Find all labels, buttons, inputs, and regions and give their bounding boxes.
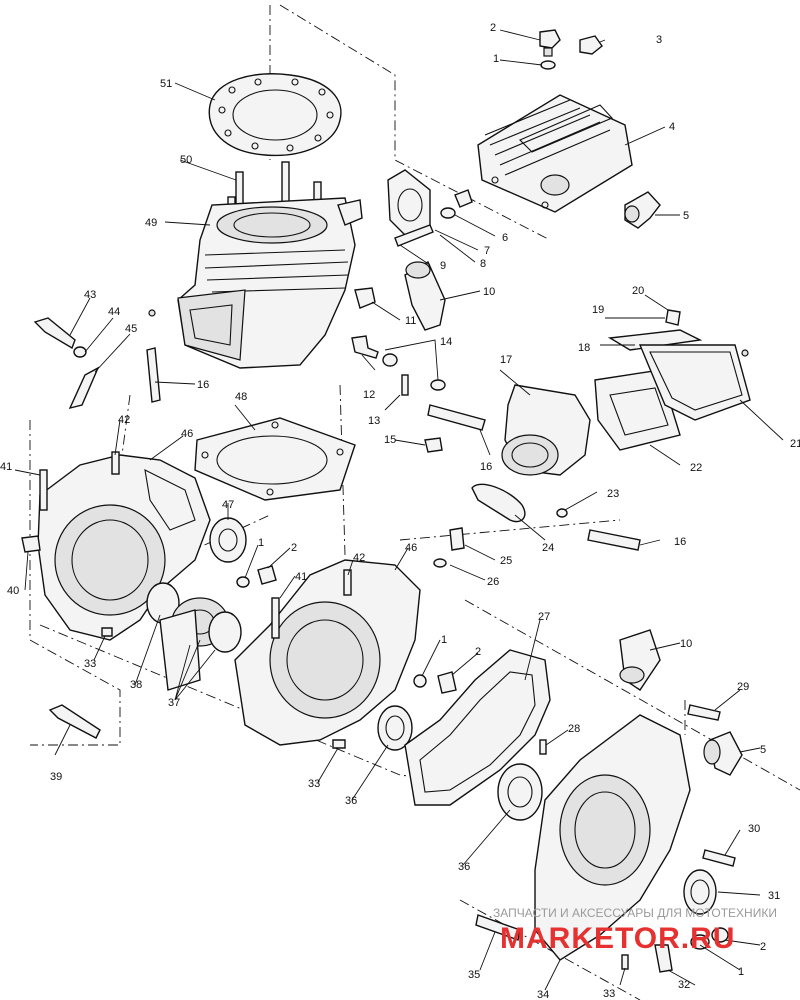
- callout-21: 21: [790, 438, 800, 450]
- cylinder-head: [477, 94, 633, 213]
- stator-cover: [534, 714, 691, 961]
- callout-22: 22: [690, 462, 702, 474]
- callout-2: 2: [490, 22, 496, 34]
- callout-42: 42: [353, 552, 365, 564]
- head-gasket: [208, 73, 342, 157]
- carb-fasteners: [351, 335, 446, 396]
- callout-45: 45: [125, 323, 137, 335]
- callout-26: 26: [487, 576, 499, 588]
- middle-fasteners: [236, 527, 465, 694]
- callout-38: 38: [130, 679, 142, 691]
- callout-25: 25: [500, 555, 512, 567]
- callout-5: 5: [683, 210, 689, 222]
- left-loose-parts: [33, 317, 201, 739]
- callout-15: 15: [384, 434, 396, 446]
- hose-clamps: [146, 347, 641, 551]
- callout-24: 24: [542, 542, 554, 554]
- callout-1: 1: [441, 634, 447, 646]
- watermark-tagline: ЗАПЧАСТИ И АКСЕССУАРЫ ДЛЯ МОТОТЕХНИКИ: [493, 906, 777, 920]
- callout-51: 51: [160, 78, 172, 90]
- callout-46: 46: [181, 428, 193, 440]
- base-gasket: [194, 417, 356, 501]
- callout-43: 43: [84, 289, 96, 301]
- callout-49: 49: [145, 217, 157, 229]
- callout-32: 32: [678, 979, 690, 991]
- callout-9: 9: [440, 260, 446, 272]
- callout-2: 2: [291, 542, 297, 554]
- callout-5: 5: [760, 744, 766, 756]
- callout-13: 13: [368, 415, 380, 427]
- callout-33: 33: [308, 778, 320, 790]
- callout-10: 10: [483, 286, 495, 298]
- callout-29: 29: [737, 681, 749, 693]
- callout-2: 2: [760, 941, 766, 953]
- right-side-fittings: [539, 629, 743, 776]
- callout-48: 48: [235, 391, 247, 403]
- callout-17: 17: [500, 354, 512, 366]
- bearings: [146, 517, 543, 821]
- callout-28: 28: [568, 723, 580, 735]
- callout-7: 7: [484, 245, 490, 257]
- callout-4: 4: [669, 121, 675, 133]
- callout-44: 44: [108, 306, 120, 318]
- callout-36: 36: [345, 795, 357, 807]
- callout-33: 33: [603, 988, 615, 1000]
- callout-33: 33: [84, 658, 96, 670]
- cylinder: [148, 197, 363, 369]
- watermark-logo: MARKETOR.RU: [500, 922, 735, 955]
- callout-1: 1: [258, 537, 264, 549]
- callout-36: 36: [458, 861, 470, 873]
- case-gasket: [404, 649, 551, 806]
- callout-6: 6: [502, 232, 508, 244]
- callout-46: 46: [405, 542, 417, 554]
- callout-10: 10: [680, 638, 692, 650]
- callout-1: 1: [738, 966, 744, 978]
- crankcase-right: [234, 559, 421, 749]
- callout-2: 2: [475, 646, 481, 658]
- exhaust-stud-and-pipe: [354, 224, 446, 331]
- callout-30: 30: [748, 823, 760, 835]
- callout-19: 19: [592, 304, 604, 316]
- callout-16: 16: [197, 379, 209, 391]
- callout-16: 16: [480, 461, 492, 473]
- callout-40: 40: [7, 585, 19, 597]
- callout-27: 27: [538, 611, 550, 623]
- callout-14: 14: [440, 336, 452, 348]
- leader-lines: [14, 29, 784, 991]
- intake-gasket: [471, 483, 568, 523]
- callout-23: 23: [607, 488, 619, 500]
- callout-12: 12: [363, 389, 375, 401]
- callout-37: 37: [168, 697, 180, 709]
- crankcase-left: [21, 451, 211, 641]
- callout-3: 3: [656, 34, 662, 46]
- reed-valve-assembly: [594, 309, 751, 451]
- bottom-fasteners: [475, 849, 736, 973]
- callout-31: 31: [768, 890, 780, 902]
- callout-18: 18: [578, 342, 590, 354]
- callout-16: 16: [674, 536, 686, 548]
- callout-42: 42: [118, 414, 130, 426]
- callout-20: 20: [632, 285, 644, 297]
- callout-8: 8: [480, 258, 486, 270]
- callout-47: 47: [222, 499, 234, 511]
- callout-35: 35: [468, 969, 480, 981]
- callout-11: 11: [405, 315, 416, 327]
- callout-1: 1: [493, 53, 499, 65]
- callout-41: 41: [0, 461, 12, 473]
- head-fasteners: [539, 29, 603, 70]
- watermark: ЗАПЧАСТИ И АКСЕССУАРЫ ДЛЯ МОТОТЕХНИКИ MA…: [493, 906, 777, 955]
- water-elbow-top: [624, 191, 661, 229]
- callout-34: 34: [537, 989, 549, 1000]
- callout-labels: 2 3 1 4 5 6 7 8 9 10 11 12 13 14 15 16 1…: [0, 22, 800, 1000]
- callout-39: 39: [50, 771, 62, 783]
- callout-50: 50: [180, 154, 192, 166]
- exhaust-gasket: [387, 169, 473, 241]
- callout-41: 41: [295, 571, 307, 583]
- intake-manifold: [501, 384, 591, 476]
